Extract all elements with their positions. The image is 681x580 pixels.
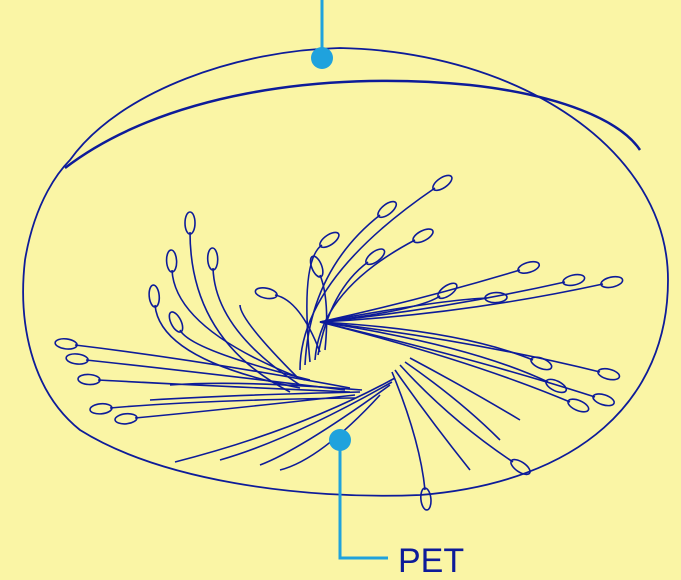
strand-loop bbox=[148, 285, 160, 308]
top-callout bbox=[311, 0, 333, 69]
swirl-strand bbox=[240, 305, 298, 378]
strand-loop bbox=[115, 413, 138, 425]
strand-loop bbox=[254, 286, 278, 300]
strand-loop bbox=[517, 259, 541, 275]
strand-loop bbox=[411, 226, 435, 245]
strand-loop bbox=[562, 273, 586, 288]
bottom-callout-label: PET bbox=[398, 542, 464, 580]
strand-loop bbox=[420, 488, 432, 511]
strand-loop bbox=[207, 248, 218, 270]
strand-loop bbox=[66, 353, 89, 365]
strand-loop bbox=[566, 397, 590, 415]
swirl-strand bbox=[405, 362, 500, 440]
strand-loop bbox=[166, 250, 177, 272]
swirl-strand bbox=[260, 385, 390, 465]
strand-loop bbox=[308, 255, 325, 279]
strand-loop bbox=[55, 338, 78, 351]
bottom-callout: PET bbox=[329, 429, 464, 580]
strand-loop bbox=[167, 310, 186, 334]
strand-loop bbox=[529, 355, 553, 373]
swirl-strand bbox=[275, 295, 320, 352]
strand-loop bbox=[185, 212, 195, 234]
swirl-strand bbox=[410, 358, 520, 420]
swirl-strand bbox=[172, 270, 305, 380]
strand-loop bbox=[78, 374, 101, 385]
strand-loop bbox=[317, 230, 341, 251]
top-callout-dot bbox=[311, 47, 333, 69]
swirl-strand bbox=[175, 378, 395, 462]
strand-loop bbox=[600, 275, 624, 289]
strand-loop bbox=[430, 173, 454, 194]
bottom-callout-line bbox=[340, 440, 388, 558]
strand-loop bbox=[597, 367, 621, 382]
strand-loop bbox=[90, 403, 113, 415]
strand-loop bbox=[592, 392, 616, 408]
